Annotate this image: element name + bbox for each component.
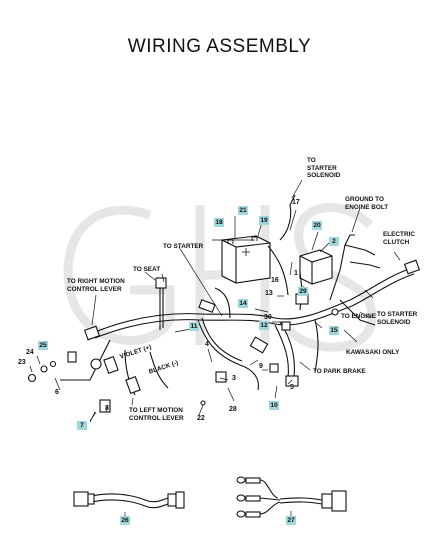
part-badge-11: 11 bbox=[189, 322, 199, 331]
main-harness bbox=[60, 194, 415, 396]
callout-to-engine: TO ENGINE bbox=[341, 313, 377, 320]
part-number-22: 22 bbox=[197, 415, 205, 422]
part-number-24: 24 bbox=[26, 349, 34, 356]
callout-to-starter-solenoid-top: TO STARTER SOLENOID bbox=[307, 157, 341, 180]
part-badge-26: 26 bbox=[120, 516, 130, 525]
callout-to-starter: TO STARTER bbox=[163, 243, 204, 250]
part-badge-21: 21 bbox=[238, 206, 248, 215]
part-badge-12: 12 bbox=[259, 321, 269, 330]
part-number-5: 5 bbox=[290, 384, 294, 391]
callout-electric-clutch: ELECTRIC CLUTCH bbox=[383, 231, 415, 246]
part-number-3: 3 bbox=[232, 375, 236, 382]
battery bbox=[221, 235, 271, 284]
part-number-28: 28 bbox=[229, 406, 237, 413]
part-badge-27: 27 bbox=[286, 516, 296, 525]
part-number-4: 4 bbox=[205, 341, 209, 348]
part-badge-10: 10 bbox=[269, 401, 279, 410]
callout-kawasaki-only: KAWASAKI ONLY bbox=[346, 349, 400, 356]
part-number-16: 16 bbox=[271, 277, 279, 284]
harness-26 bbox=[73, 491, 185, 518]
part-badge-7: 7 bbox=[77, 421, 87, 430]
callout-to-starter-solenoid-right: TO STARTER SOLENOID bbox=[377, 311, 418, 326]
part-badge-14: 14 bbox=[238, 299, 248, 308]
solenoid-block bbox=[299, 249, 333, 285]
part-badge-18: 18 bbox=[214, 218, 224, 227]
leader-lines bbox=[29, 179, 401, 423]
harness-27 bbox=[236, 476, 347, 518]
callout-to-right-lever: TO RIGHT MOTION CONTROL LEVER bbox=[67, 278, 125, 293]
part-badge-15: 15 bbox=[329, 326, 339, 335]
connectors bbox=[27, 259, 421, 413]
part-badge-29: 29 bbox=[298, 287, 308, 296]
part-number-13: 13 bbox=[265, 290, 273, 297]
callout-to-left-lever: TO LEFT MOTION CONTROL LEVER bbox=[129, 407, 184, 422]
part-number-17: 17 bbox=[292, 199, 300, 206]
part-number-23: 23 bbox=[18, 359, 26, 366]
part-badge-2: 2 bbox=[329, 237, 339, 246]
callout-to-seat: TO SEAT bbox=[133, 266, 161, 273]
page-title: WIRING ASSEMBLY bbox=[127, 36, 312, 57]
part-badge-20: 20 bbox=[312, 221, 322, 230]
callout-to-park-brake: TO PARK BRAKE bbox=[313, 368, 366, 375]
part-number-6: 6 bbox=[55, 389, 59, 396]
part-number-9: 9 bbox=[259, 363, 263, 370]
callout-ground-to-engine-bolt: GROUND TO ENGINE BOLT bbox=[345, 196, 389, 211]
part-number-30: 30 bbox=[264, 314, 272, 321]
part-badge-25: 25 bbox=[38, 341, 48, 350]
part-number-8: 8 bbox=[105, 405, 109, 412]
part-badge-19: 19 bbox=[259, 216, 269, 225]
part-number-1: 1 bbox=[294, 270, 298, 277]
